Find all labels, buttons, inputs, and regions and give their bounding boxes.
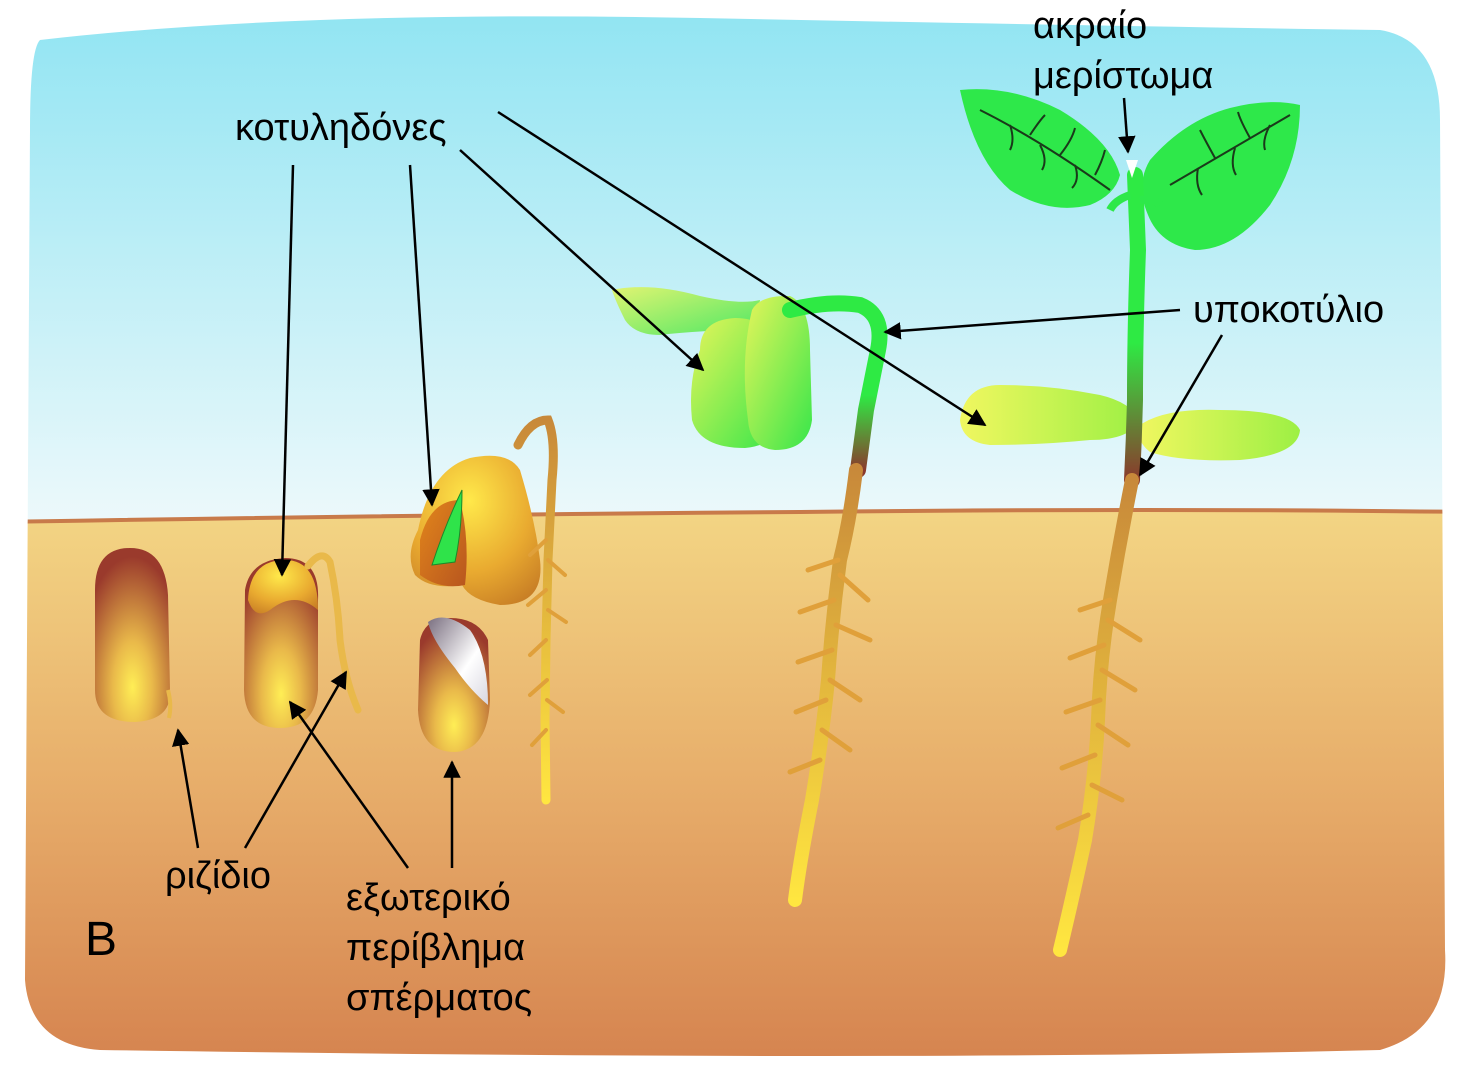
seed	[95, 548, 170, 722]
cotyledon-right	[745, 296, 812, 450]
label-seed-coat-line3: σπέρματος	[346, 977, 532, 1019]
stage-1-seed	[95, 548, 170, 722]
label-cotyledons: κοτυληδόνες	[235, 107, 447, 149]
panel-letter: B	[85, 913, 117, 966]
label-seed-coat-line1: εξωτερικό	[346, 877, 511, 919]
radicle-tip	[168, 690, 170, 718]
label-hypocotyl: υποκοτύλιο	[1193, 289, 1384, 331]
label-seed-coat-line2: περίβλημα	[346, 927, 525, 969]
label-apical-meristem-line2: μερίστωμα	[1033, 55, 1213, 97]
label-apical-meristem-line1: ακραίο	[1033, 5, 1147, 47]
soil	[0, 510, 1470, 1065]
stem	[1132, 175, 1138, 480]
label-radicle: ριζίδιο	[165, 855, 271, 897]
